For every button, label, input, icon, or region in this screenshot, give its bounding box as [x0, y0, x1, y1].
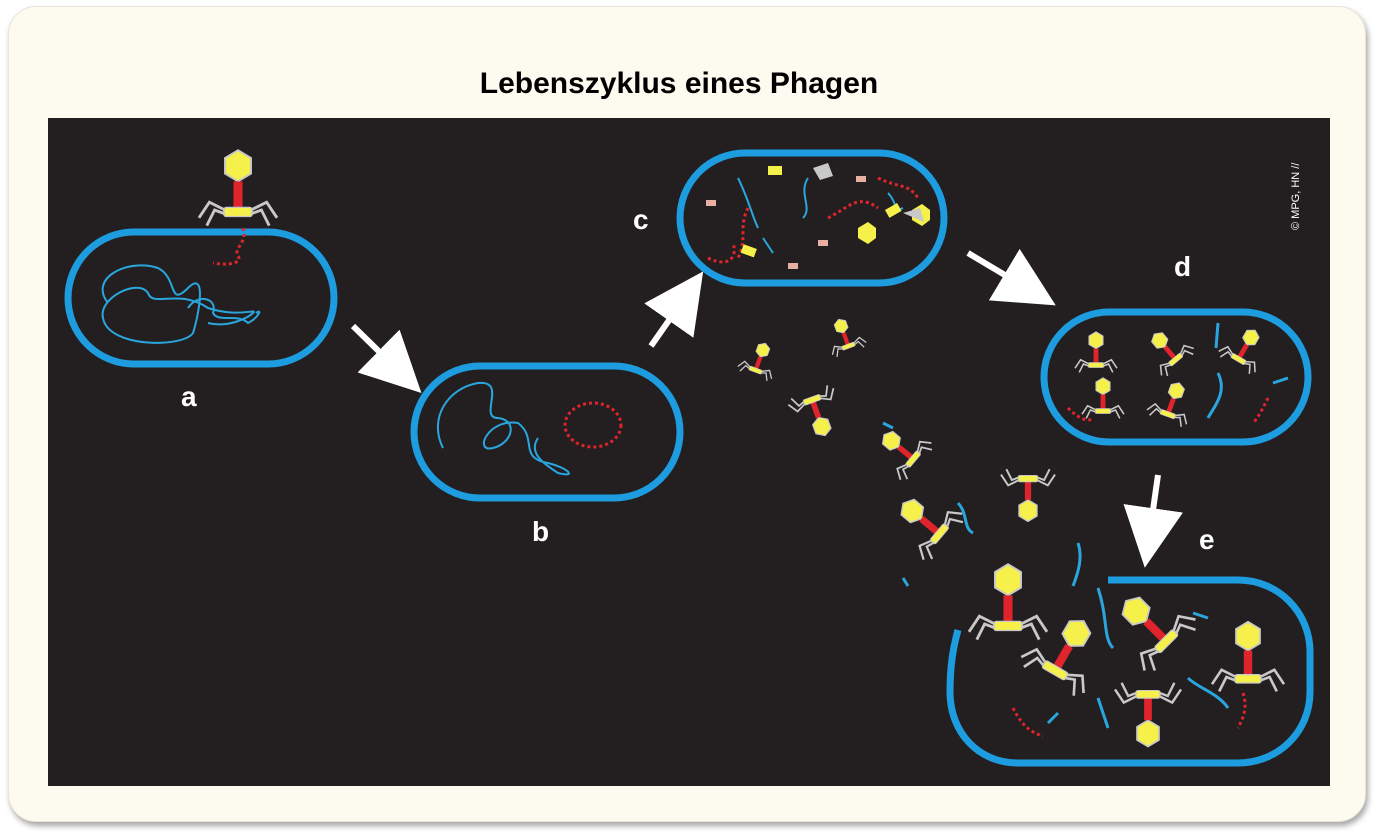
arrows — [350, 248, 1183, 568]
cell-c — [676, 149, 948, 287]
arrow-c-d — [966, 248, 1056, 306]
phage-cycle-diagram — [64, 148, 1314, 767]
arrow-d-e — [1123, 474, 1183, 568]
released-phages — [735, 312, 1082, 587]
stage-label-c: c — [633, 204, 649, 235]
cell-e — [946, 562, 1314, 767]
phage-dna-a — [212, 227, 246, 266]
cell-d — [1040, 308, 1312, 446]
stage-label-d: d — [1174, 251, 1192, 282]
arrow-a-b — [350, 323, 422, 393]
diagram-panel: a b c d e — [48, 118, 1330, 786]
slide-title: Lebenszyklus eines Phagen — [479, 67, 879, 100]
cell-a — [64, 228, 338, 368]
stage-label-a: a — [181, 381, 197, 412]
phage-a-injecting — [197, 148, 279, 228]
copyright-note: © MPG, HN // — [1290, 162, 1302, 230]
stage-label-e: e — [1199, 524, 1215, 555]
stage-label-b: b — [532, 516, 550, 547]
cell-b — [410, 362, 684, 502]
arrow-b-c — [644, 271, 704, 348]
